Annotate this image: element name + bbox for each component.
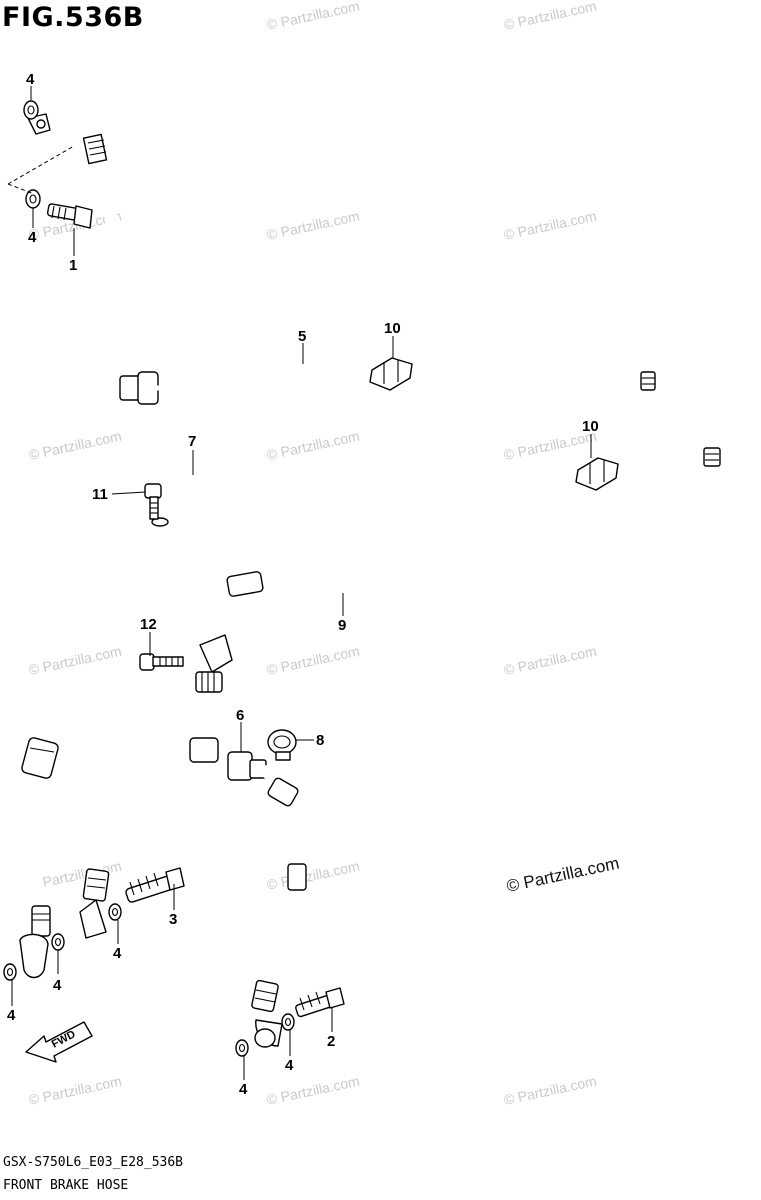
union-bolt-1: [46, 203, 93, 229]
bolt-12: [139, 653, 184, 671]
label-part-7: 7: [188, 433, 196, 450]
diagram-code: GSX-S750L6_E03_E28_536B: [3, 1155, 184, 1170]
watermark: © Partzilla.com: [502, 643, 598, 678]
bracket-7: [151, 458, 240, 527]
brake-hose-left: [19, 671, 223, 979]
label-part-11: 11: [92, 486, 108, 503]
watermark: © Partzilla.com: [265, 1073, 361, 1108]
brake-hose-5: [27, 113, 680, 511]
watermark: © Partzilla.com: [265, 858, 361, 893]
watermark: © Partzilla.com: [502, 208, 598, 243]
label-part-8: 8: [316, 732, 324, 749]
label-part-4: 4: [113, 945, 122, 962]
union-bolt-2: [295, 987, 345, 1018]
forward-arrow: FWD: [25, 1021, 93, 1063]
label-part-10: 10: [384, 320, 401, 337]
label-part-6: 6: [236, 707, 244, 724]
leader-lines: [11, 86, 592, 1080]
watermark: © Partzilla.com: [27, 643, 123, 678]
washers-4: [3, 903, 295, 1057]
label-part-2: 2: [327, 1033, 335, 1050]
part-labels: 4 4 1 5 10 10 7 11 9 12 6 8 3 4 4 4 2 4 …: [7, 71, 599, 1098]
watermark-grid: © Partzilla.com © Partzilla.com © Partzi…: [27, 0, 621, 1108]
label-part-1: 1: [69, 257, 77, 274]
washer-4-top: [7, 100, 75, 209]
clamp-8: [267, 729, 297, 761]
label-part-3: 3: [169, 911, 177, 928]
label-part-4: 4: [7, 1007, 16, 1024]
label-part-4: 4: [239, 1081, 248, 1098]
label-part-4: 4: [26, 71, 35, 88]
label-part-4: 4: [28, 229, 37, 246]
clamp-10: [369, 357, 619, 491]
bolt-11: [144, 483, 162, 520]
watermark: © Partzilla.com: [265, 643, 361, 678]
label-part-10: 10: [582, 418, 599, 435]
watermark: © Partzilla.com: [265, 0, 361, 33]
label-part-9: 9: [338, 617, 346, 634]
watermark: © Partzilla.com: [265, 428, 361, 463]
watermark: © Partzilla.com: [265, 208, 361, 243]
diagram-name: FRONT BRAKE HOSE: [3, 1178, 129, 1193]
brake-hose-6: [79, 737, 307, 1047]
label-part-5: 5: [298, 328, 306, 345]
label-part-4: 4: [285, 1057, 294, 1074]
label-part-12: 12: [140, 616, 157, 633]
watermark: © Partzilla.com: [502, 0, 598, 33]
figure-title: FIG.536B: [2, 2, 144, 33]
watermark: © Partzilla.com: [27, 428, 123, 463]
brake-hose-9: [173, 425, 745, 673]
watermark: © Partzilla.com: [27, 1073, 123, 1108]
watermark: © Partzilla.com: [502, 1073, 598, 1108]
label-part-4: 4: [53, 977, 62, 994]
watermark-main: © Partzilla.com: [505, 854, 621, 896]
union-bolt-3: [125, 867, 185, 903]
